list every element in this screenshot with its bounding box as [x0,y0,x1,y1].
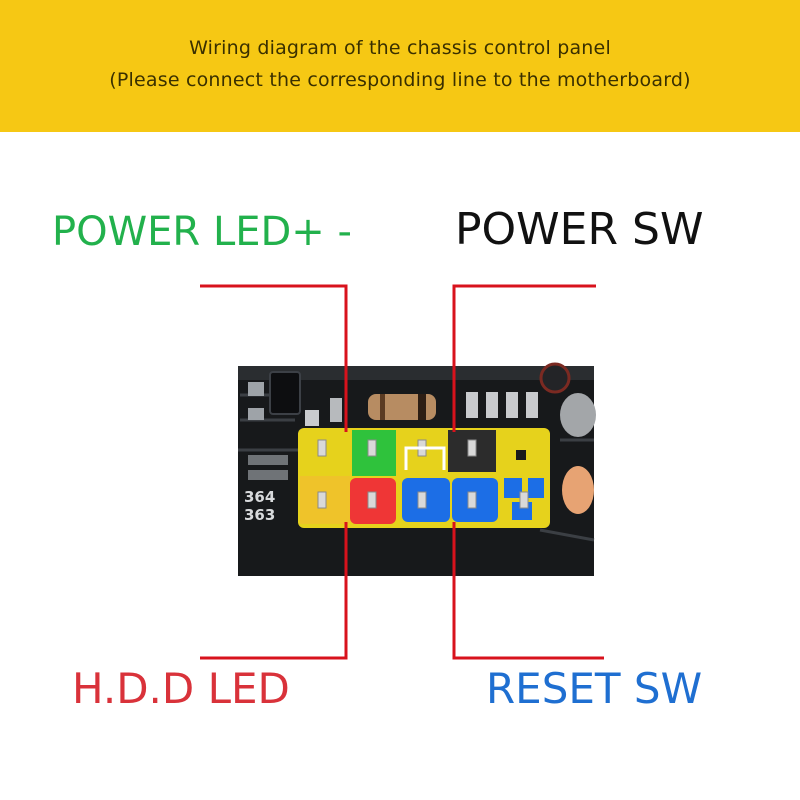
banner-subtitle: (Please connect the corresponding line t… [109,69,691,91]
smd-pad-7 [506,392,518,418]
hdd-led-label: H.D.D LED [72,664,290,713]
smd-pad-1 [248,382,264,396]
power-led-label: POWER LED+ - [52,209,352,255]
wire-reset-sw [452,522,604,660]
reset-sw-label: RESET SW [486,664,703,713]
copper-pad [562,466,594,514]
smd-row-1 [248,455,288,465]
smd-pad-6 [486,392,498,418]
board-edge-strip [238,366,594,380]
smd-row-2 [248,470,288,480]
header-banner: Wiring diagram of the chassis control pa… [0,0,800,132]
smd-pad-8 [526,392,538,418]
smd-pad-3 [305,410,319,426]
header-pins [317,439,529,509]
smd-pad-4 [330,398,342,422]
power-sw-label: POWER SW [455,204,704,255]
silkscreen-364: 364 [244,488,275,506]
mounting-hole [539,362,571,394]
wire-hdd-led [200,522,348,660]
wire-power-led [200,284,348,432]
front-panel-header [298,428,550,528]
chip-component [269,371,301,415]
jumper-wire [404,446,446,470]
banner-title: Wiring diagram of the chassis control pa… [189,37,611,59]
wire-power-sw [452,284,596,432]
smd-pad-2 [248,408,264,420]
connector-wires [200,284,604,660]
smd-pad-5 [466,392,478,418]
silkscreen-363: 363 [244,506,275,524]
screw-component [560,393,596,437]
motherboard-photo: 364 363 [238,362,596,576]
